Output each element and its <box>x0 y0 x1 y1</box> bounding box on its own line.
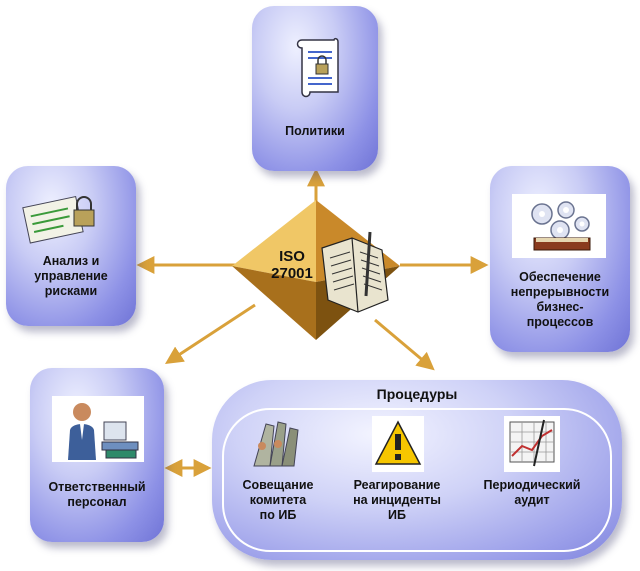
risk-card: Анализ и управление рисками <box>6 166 136 326</box>
policies-card: Политики <box>252 6 378 171</box>
procedure-label-audit: Периодический аудит <box>483 478 581 507</box>
risk-label: Анализ и управление рисками <box>34 254 108 298</box>
handshake-icon <box>248 416 304 472</box>
personnel-label: Ответственный персонал <box>48 480 146 509</box>
arrow-to-procedures <box>374 318 435 371</box>
personnel-card: Ответственный персонал <box>30 368 164 542</box>
procedures-inner-frame <box>222 408 612 552</box>
procedures-group: Процедуры Совещание комитета по ИБ Реаги… <box>212 380 622 560</box>
person-desk-icon <box>52 396 144 462</box>
iso-line1: ISO <box>279 248 305 265</box>
certificate-lock-icon <box>22 188 102 246</box>
continuity-label: Обеспечение непрерывности бизнес- процес… <box>510 270 610 329</box>
policies-label: Политики <box>285 124 345 138</box>
procedure-label-committee: Совещание комитета по ИБ <box>242 478 314 522</box>
warning-icon <box>372 416 424 472</box>
iso-line2: 27001 <box>271 265 313 282</box>
book-icon <box>321 231 389 313</box>
procedure-item-incidents: Реагирование на инциденты ИБ <box>334 416 460 556</box>
audit-chart-icon <box>504 416 560 472</box>
arrow-to-personnel <box>164 303 256 364</box>
procedure-item-audit: Периодический аудит <box>462 416 602 556</box>
continuity-card: Обеспечение непрерывности бизнес- процес… <box>490 166 630 352</box>
procedure-item-committee: Совещание комитета по ИБ <box>224 416 332 556</box>
scroll-lock-icon <box>290 34 346 100</box>
iso-label: ISO 27001 <box>262 248 322 282</box>
procedures-title: Процедуры <box>376 386 458 402</box>
procedure-label-incidents: Реагирование на инциденты ИБ <box>353 478 441 522</box>
gears-book-icon <box>512 194 606 258</box>
